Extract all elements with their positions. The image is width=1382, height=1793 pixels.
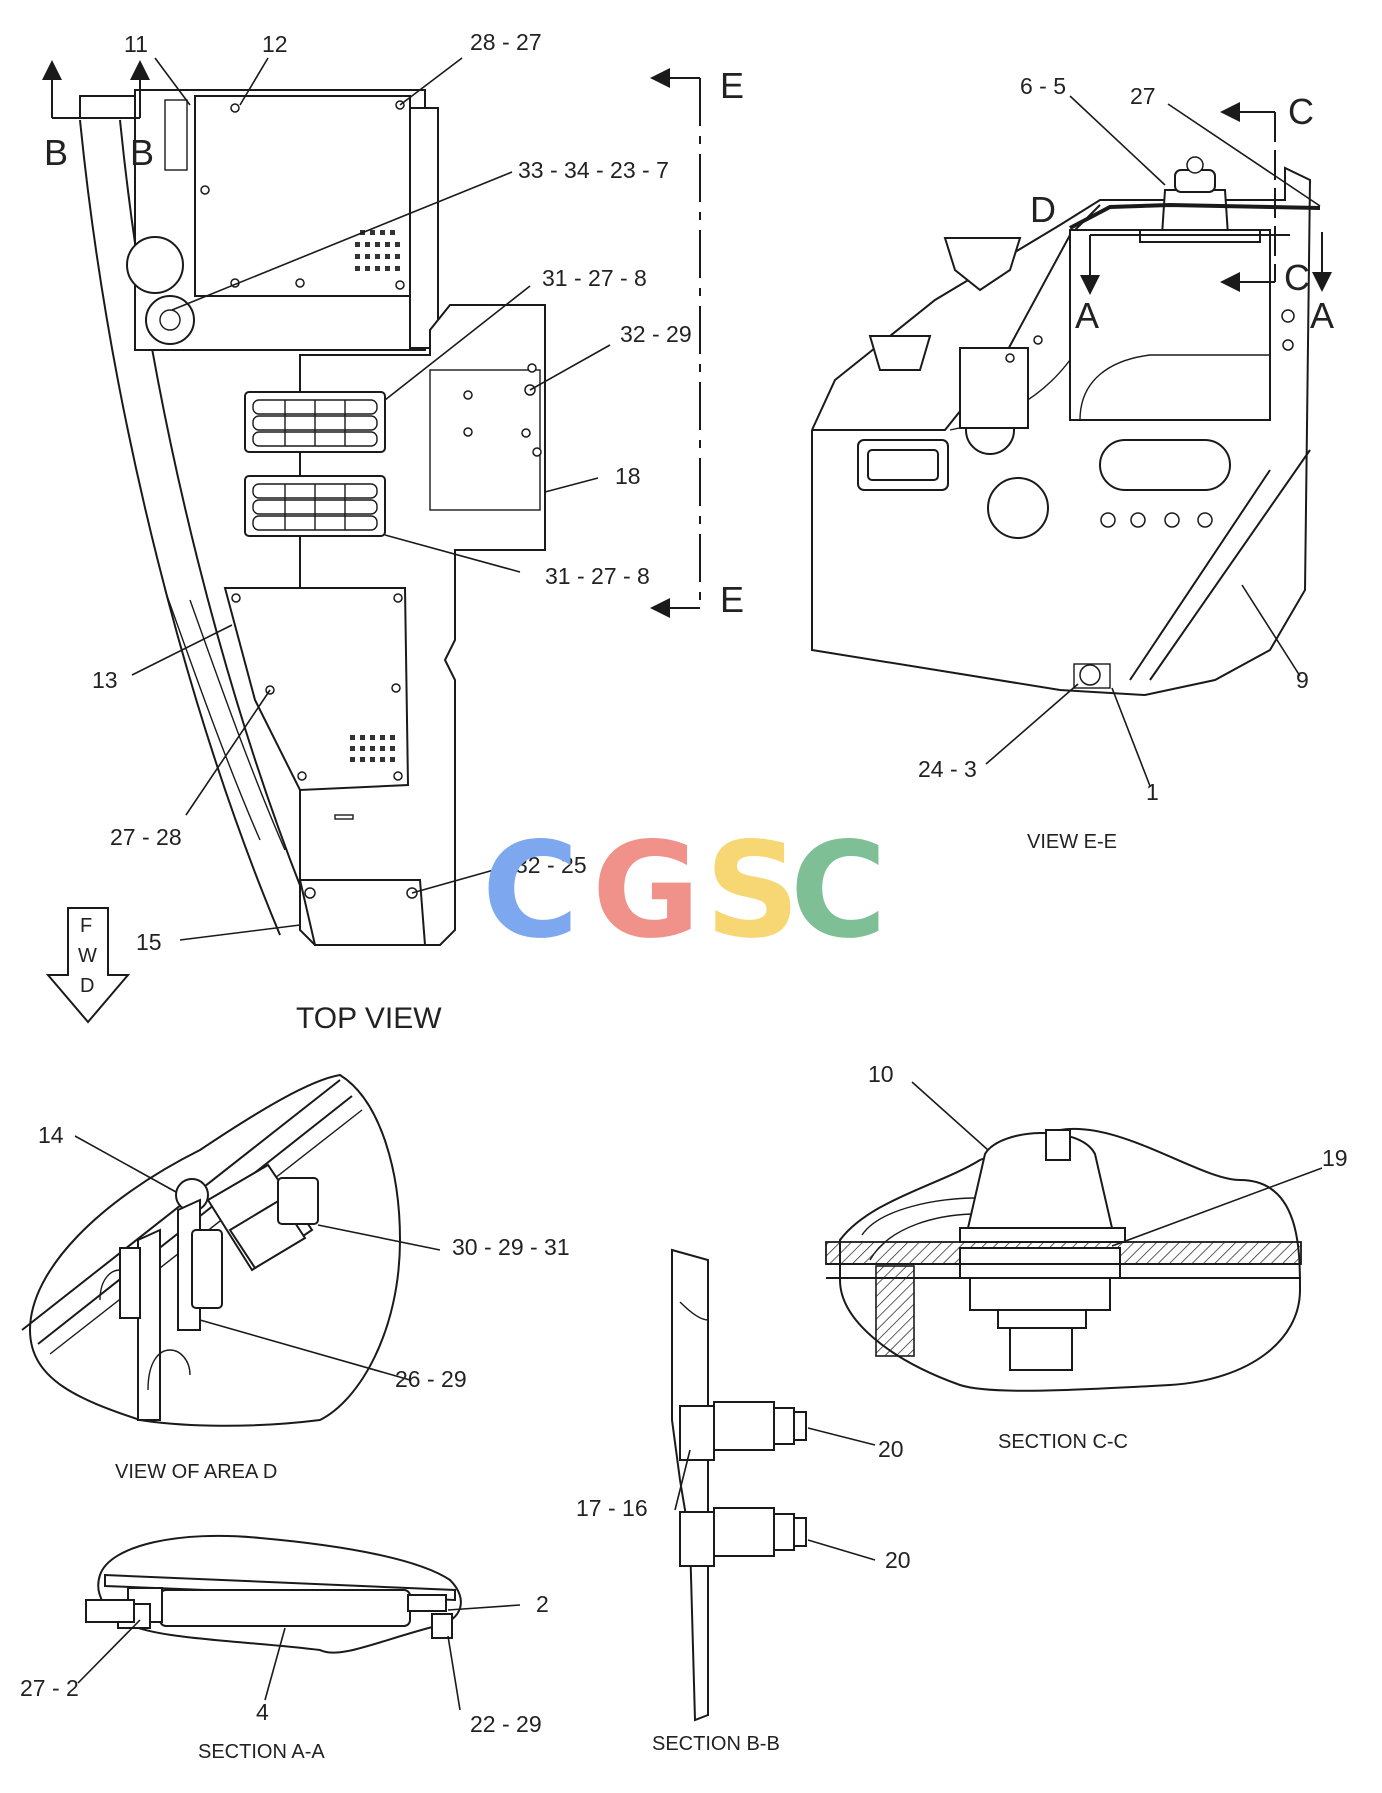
callout-26-29: 26 - 29 <box>395 1366 467 1392</box>
view-of-area-d: 14 30 - 29 - 31 26 - 29 VIEW OF AREA D <box>21 1073 570 1483</box>
callout-33-34-23-7: 33 - 34 - 23 - 7 <box>518 157 669 183</box>
callout-17-16: 17 - 16 <box>576 1495 648 1521</box>
key-switch <box>126 236 184 294</box>
relay-block-lower <box>244 475 386 537</box>
callout-12: 12 <box>262 31 288 57</box>
callout-2: 2 <box>536 1591 549 1617</box>
cap-assembly <box>959 1129 1126 1243</box>
callout-32-29: 32 - 29 <box>620 321 692 347</box>
fwd-letter-d: D <box>80 975 94 997</box>
section-marker-a-left: A <box>1075 295 1099 336</box>
watermark-letter-s: S <box>705 814 800 968</box>
callout-32-25: 32 - 25 <box>515 852 587 878</box>
caption-section-cc: SECTION C-C <box>998 1431 1128 1453</box>
callout-18: 18 <box>615 463 641 489</box>
callout-22-29: 22 - 29 <box>470 1711 542 1737</box>
section-marker-a-right: A <box>1310 295 1334 336</box>
section-ac-markers: C C A A D <box>1030 91 1334 336</box>
section-marker-c-top: C <box>1288 91 1314 132</box>
cgsc-watermark: C G S C <box>482 814 887 968</box>
callout-4: 4 <box>256 1699 269 1725</box>
callout-31-27-8-top: 31 - 27 - 8 <box>542 265 647 291</box>
callout-20-bottom: 20 <box>885 1547 911 1573</box>
callout-20-top: 20 <box>878 1436 904 1462</box>
fwd-arrow: F W D <box>45 907 131 1024</box>
callout-14: 14 <box>38 1122 64 1148</box>
top-view: B B E E 11 12 28 - 27 33 - 34 - 23 - 7 3… <box>42 29 744 1035</box>
fwd-letter-w: W <box>78 945 97 967</box>
section-aa: 2 27 - 2 4 22 - 29 SECTION A-A <box>20 1534 549 1763</box>
callout-31-27-8-bottom: 31 - 27 - 8 <box>545 563 650 589</box>
section-cc: 10 19 SECTION C-C <box>825 1061 1348 1453</box>
callout-9: 9 <box>1296 667 1309 693</box>
callout-27-28: 27 - 28 <box>110 824 182 850</box>
section-marker-b-left: B <box>44 132 68 173</box>
callout-6-5: 6 - 5 <box>1020 73 1066 99</box>
watermark-letter-c1: C <box>482 814 579 968</box>
bottom-bracket <box>298 879 427 946</box>
section-b-markers: B B <box>42 60 154 173</box>
caption-top-view: TOP VIEW <box>296 1002 442 1035</box>
watermark-letter-g: G <box>592 814 700 968</box>
section-bb: 20 17 - 16 20 SECTION B-B <box>576 1248 911 1755</box>
caption-section-bb: SECTION B-B <box>652 1733 780 1755</box>
callout-19: 19 <box>1322 1145 1348 1171</box>
callout-1: 1 <box>1146 779 1159 805</box>
caption-view-of-area-d: VIEW OF AREA D <box>115 1461 277 1483</box>
relay-block-upper <box>244 391 386 453</box>
watermark-letter-c2: C <box>790 814 887 968</box>
section-marker-e-top: E <box>720 65 744 106</box>
platform-edge-outer <box>79 119 281 936</box>
callout-27: 27 <box>1130 83 1156 109</box>
callout-30-29-31: 30 - 29 - 31 <box>452 1234 570 1260</box>
callout-15: 15 <box>136 929 162 955</box>
view-ee: C C A A D 6 - 5 27 9 24 - 3 1 VIEW E-E <box>811 73 1334 853</box>
section-marker-b-right: B <box>130 132 154 173</box>
caption-section-aa: SECTION A-A <box>198 1741 325 1763</box>
lower-cover-plate <box>223 587 410 792</box>
section-marker-d: D <box>1030 189 1056 230</box>
callout-24-3: 24 - 3 <box>918 756 977 782</box>
callout-10: 10 <box>868 1061 894 1087</box>
section-marker-e-bottom: E <box>720 579 744 620</box>
fwd-letter-f: F <box>80 915 92 937</box>
callout-28-27: 28 - 27 <box>470 29 542 55</box>
round-connector <box>145 295 195 345</box>
upper-control-box <box>126 89 439 351</box>
callout-27-2: 27 - 2 <box>20 1675 79 1701</box>
vertical-plate <box>671 1248 709 1722</box>
section-e-markers: E E <box>650 65 744 620</box>
section-marker-c-bottom: C <box>1284 257 1310 298</box>
callout-13: 13 <box>92 667 118 693</box>
callout-11: 11 <box>124 31 148 57</box>
caption-view-ee: VIEW E-E <box>1027 831 1117 853</box>
